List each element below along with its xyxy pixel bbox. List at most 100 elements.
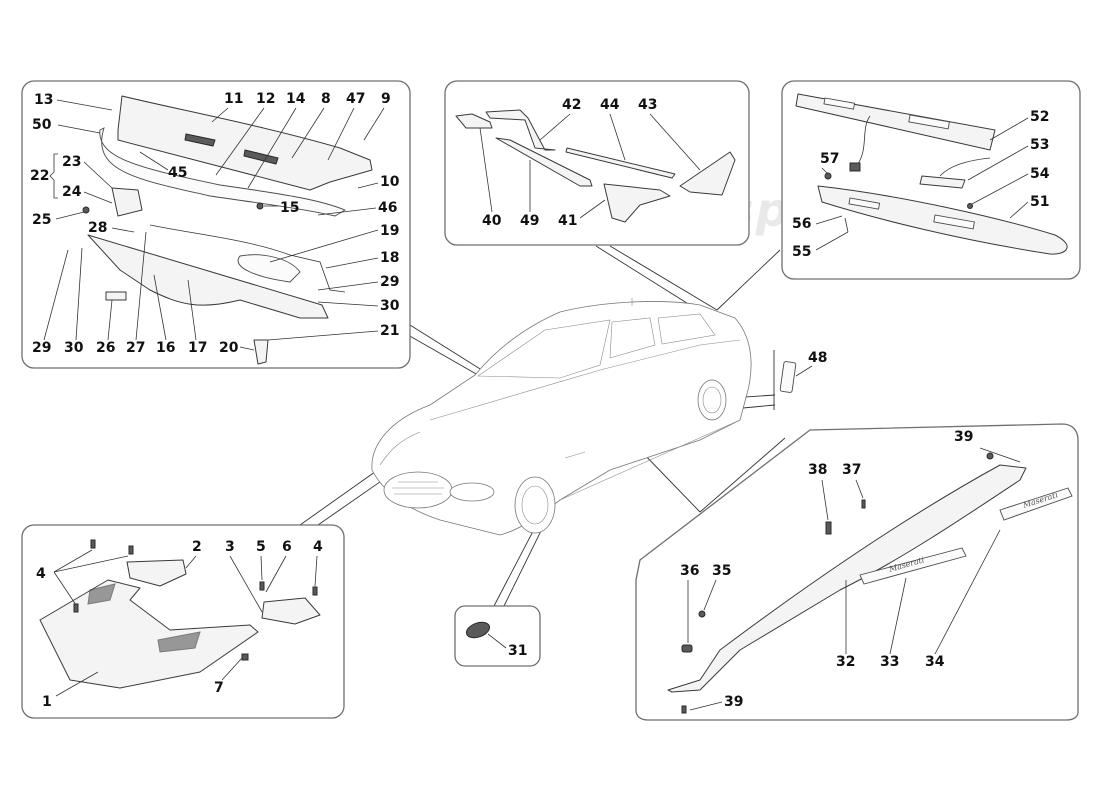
windscreen [477,319,611,379]
leader-44 [609,113,626,161]
part-bracket-26 [105,291,127,301]
leader-34 [934,529,1001,655]
callout-23: 23 [62,154,81,170]
callout-45: 45 [168,165,187,181]
callout-47: 47 [346,91,365,107]
part-23-24-nozzle [111,187,143,217]
leader-54 [971,173,1029,205]
panel-underbody [21,524,345,719]
plate-slot-b [908,114,950,130]
part-screw-39-bottom [681,705,687,714]
callout-44: 44 [600,97,620,113]
callout-7: 7 [214,680,224,696]
connector-pillar-a [595,245,691,306]
callout-30-right: 30 [380,298,400,314]
part-cowl-panel [117,95,373,191]
callout-1: 1 [42,694,52,710]
panel-pillar-frame [444,80,750,246]
callout-4-left: 4 [36,566,46,582]
callout-56: 56 [792,216,811,232]
callout-9: 9 [381,91,391,107]
leader-29-right [317,281,379,291]
leader-17 [187,279,197,341]
leader-33 [889,577,907,655]
leader-48 [795,365,813,377]
leader-37 [855,479,864,499]
leader-7 [221,657,243,681]
leader-10 [357,182,379,189]
leader-21 [267,330,379,341]
leader-38 [821,479,829,521]
part-shield-2 [126,559,187,587]
labels-cowl: 13 11 12 14 8 47 9 50 45 22 23 24 10 25 … [30,91,400,356]
callout-16: 16 [156,340,175,356]
callout-17: 17 [188,340,207,356]
bracket-22 [49,153,58,199]
part-25-nut [82,206,90,214]
leader-28 [111,227,135,233]
leader-40 [479,127,493,213]
part-seal-50 [99,127,347,217]
callout-13: 13 [34,92,53,108]
connector-boot [716,249,781,311]
leader-19 [269,229,379,263]
callout-33: 33 [880,654,899,670]
rear-rim [702,386,722,414]
shield-vent-b [157,631,201,653]
part-nut-35 [698,610,706,618]
leader-35 [703,579,717,611]
panel-badge-frame [454,605,541,667]
leader-4-left [53,549,129,606]
callout-39-top: 39 [954,429,973,445]
leader-11 [211,107,229,123]
callout-21: 21 [380,323,399,339]
front-wheel [514,476,556,534]
callout-28: 28 [88,220,107,236]
part-trim-40 [455,113,493,129]
leader-25 [55,211,85,220]
callout-42: 42 [562,97,581,113]
shield-vent-a [87,583,116,605]
leader-26 [107,299,113,341]
part-drain-20 [253,339,269,365]
callout-29-right: 29 [380,274,399,290]
callout-22: 22 [30,168,49,184]
part-trim-43 [679,151,736,196]
part-54-screw [967,203,973,209]
part-seal-19 [237,254,301,283]
callout-43: 43 [638,97,657,113]
callout-18: 18 [380,250,399,266]
callout-35: 35 [712,563,731,579]
leader-50 [57,124,101,134]
part-15-nut [256,202,264,210]
leader-39-top [979,447,1021,463]
leader-8 [291,107,325,159]
leader-52 [989,117,1029,141]
panel-pillar-trims [444,80,750,246]
part-grille-badge-31 [465,621,491,639]
leader-20 [239,346,255,351]
car-body [371,301,752,536]
leader-53 [967,145,1029,181]
callout-27: 27 [126,340,145,356]
part-fastener-38 [825,521,832,535]
part-bolt-4c [73,603,79,613]
part-trim-49 [495,137,593,187]
callout-50: 50 [32,117,52,133]
panel-side-badge: 31 [454,605,541,667]
callout-4-right: 4 [313,539,323,555]
callout-12: 12 [256,91,275,107]
part-kickplate-34 [999,487,1073,521]
leader-47 [327,107,355,161]
part-clip-36 [681,644,693,653]
callout-24: 24 [62,184,82,200]
callout-38: 38 [808,462,827,478]
part-kickplate-33 [859,547,967,585]
part-trim-41 [603,183,671,223]
callout-14: 14 [286,91,306,107]
callout-53: 53 [1030,137,1049,153]
grille-bars [392,481,444,495]
callout-5: 5 [256,539,266,555]
part-strip-44 [565,147,676,179]
